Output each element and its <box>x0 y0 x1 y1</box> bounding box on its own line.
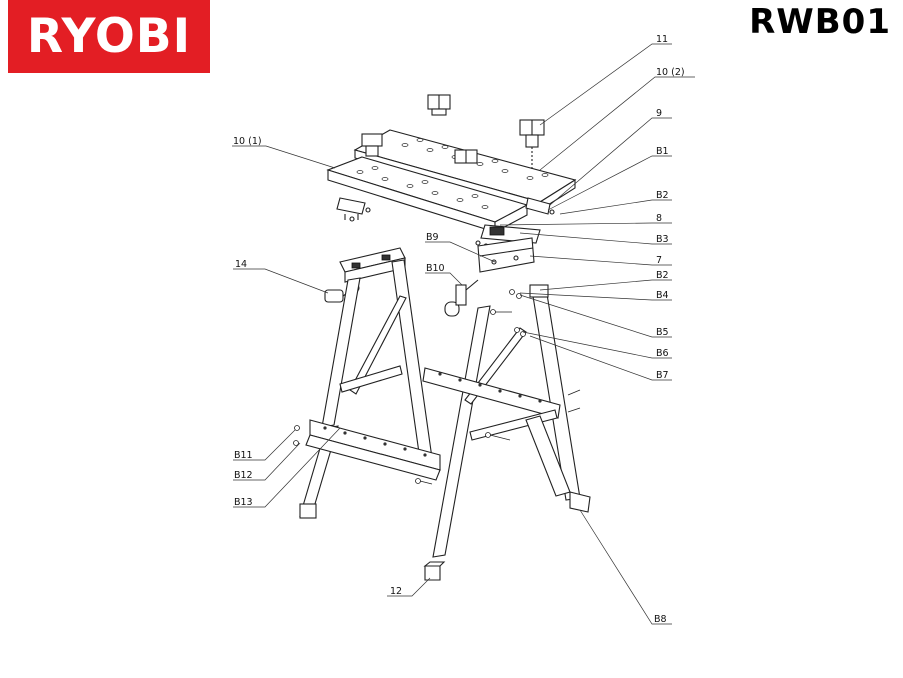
callout-8: 8 <box>656 213 662 224</box>
callout-b3: B3 <box>656 234 669 245</box>
callout-b2-top: B2 <box>656 190 669 201</box>
callout-10-1: 10 (1) <box>233 136 262 147</box>
left-leg-frame <box>299 259 441 519</box>
callout-b12: B12 <box>234 470 253 481</box>
callout-b9: B9 <box>426 232 439 243</box>
callout-b8: B8 <box>654 614 667 625</box>
ryobi-logo: RYOBI <box>8 0 210 73</box>
callout-b5: B5 <box>656 327 669 338</box>
callout-14: 14 <box>235 259 247 270</box>
bench-dog-block-center <box>454 149 478 164</box>
bench-dog-loose <box>427 94 451 116</box>
callout-labels: 11 10 (2) 9 10 (1) B1 B2 8 B3 B9 7 B10 1… <box>233 34 685 625</box>
callout-b6: B6 <box>656 348 669 359</box>
callout-9: 9 <box>656 108 662 119</box>
callout-b4: B4 <box>656 290 669 301</box>
callout-b7: B7 <box>656 370 669 381</box>
callout-b13: B13 <box>234 497 253 508</box>
hinge-bracket-left <box>336 197 371 222</box>
foot-cap-part-12 <box>423 561 446 581</box>
callout-12: 12 <box>390 586 402 597</box>
bench-dog-block-left <box>361 133 383 157</box>
hinge-bracket-right <box>525 197 555 215</box>
model-number: RWB01 <box>749 2 891 42</box>
callout-b1: B1 <box>656 146 669 157</box>
crank-handle-b10 <box>444 279 479 317</box>
rail-part-7 <box>477 237 535 273</box>
callout-b11: B11 <box>234 450 253 461</box>
bench-dog-part-11 <box>519 119 545 170</box>
leader-lines <box>232 43 695 625</box>
callout-10-2: 10 (2) <box>656 67 685 78</box>
right-leg-frame <box>422 284 591 558</box>
table-top-board-front <box>326 156 529 233</box>
callout-b10: B10 <box>426 263 445 274</box>
logo-text: RYOBI <box>26 9 192 64</box>
callout-11: 11 <box>656 34 668 45</box>
callout-7: 7 <box>656 255 662 266</box>
callout-b2-bottom: B2 <box>656 270 669 281</box>
